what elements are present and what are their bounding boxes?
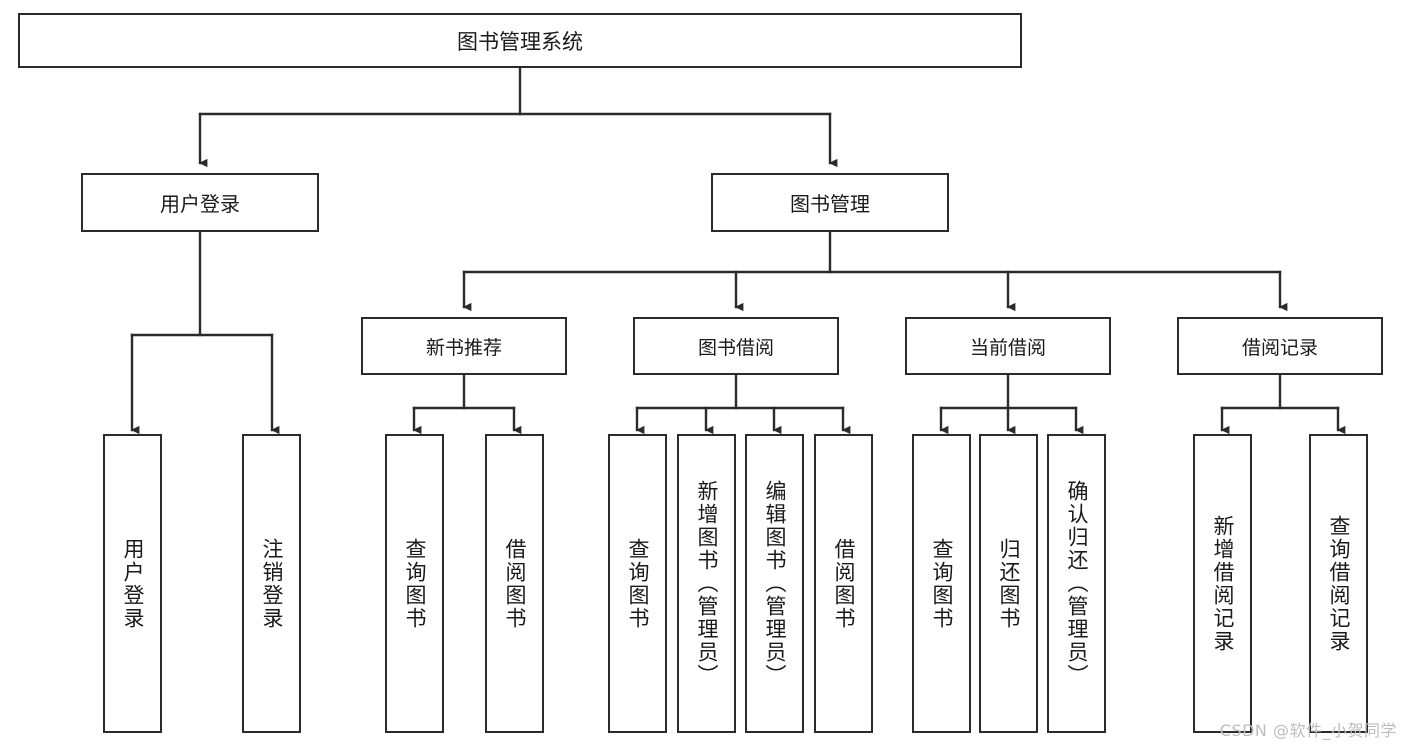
- node-label: 新增借阅记录: [1211, 514, 1235, 653]
- node-label: 归还图书: [997, 537, 1021, 630]
- node-book-manage[interactable]: 图书管理: [711, 173, 949, 232]
- node-user-login[interactable]: 用户登录: [81, 173, 319, 232]
- node-book-borrow[interactable]: 图书借阅: [633, 317, 839, 375]
- node-borrow-record[interactable]: 借阅记录: [1177, 317, 1383, 375]
- node-label: 图书借阅: [697, 336, 774, 359]
- node-label: 注销登录: [260, 537, 284, 630]
- node-label: 查询借阅记录: [1327, 514, 1351, 653]
- node-leaf-borrow-book-2[interactable]: 借阅图书: [814, 434, 873, 733]
- node-leaf-borrow-book-1[interactable]: 借阅图书: [485, 434, 544, 733]
- node-leaf-add-book[interactable]: 新增图书（管理员）: [677, 434, 736, 733]
- node-leaf-return-book[interactable]: 归还图书: [979, 434, 1038, 733]
- node-leaf-confirm-return[interactable]: 确认归还（管理员）: [1047, 434, 1106, 733]
- node-label: 编辑图书（管理员）: [763, 480, 787, 687]
- node-leaf-logout[interactable]: 注销登录: [242, 434, 301, 733]
- node-label: 用户登录: [121, 537, 145, 630]
- node-label: 查询图书: [403, 537, 427, 630]
- node-label: 查询图书: [626, 537, 650, 630]
- node-label: 新书推荐: [425, 336, 502, 359]
- node-label: 新增图书（管理员）: [695, 480, 719, 687]
- node-label: 查询图书: [930, 537, 954, 630]
- node-label: 借阅记录: [1241, 336, 1318, 359]
- node-leaf-add-record[interactable]: 新增借阅记录: [1193, 434, 1252, 733]
- node-label: 当前借阅: [969, 336, 1046, 359]
- node-leaf-user-login[interactable]: 用户登录: [103, 434, 162, 733]
- node-leaf-query-book-1[interactable]: 查询图书: [385, 434, 444, 733]
- node-leaf-query-book-3[interactable]: 查询图书: [912, 434, 971, 733]
- node-label: 借阅图书: [503, 537, 527, 630]
- node-leaf-query-record[interactable]: 查询借阅记录: [1309, 434, 1368, 733]
- node-label: 确认归还（管理员）: [1065, 480, 1089, 687]
- node-label: 图书管理系统: [457, 29, 583, 54]
- node-leaf-query-book-2[interactable]: 查询图书: [608, 434, 667, 733]
- node-leaf-edit-book[interactable]: 编辑图书（管理员）: [745, 434, 804, 733]
- node-label: 图书管理: [790, 192, 870, 216]
- node-root-system[interactable]: 图书管理系统: [18, 13, 1022, 68]
- node-label: 借阅图书: [832, 537, 856, 630]
- node-new-book-rec[interactable]: 新书推荐: [361, 317, 567, 375]
- node-current-borrow[interactable]: 当前借阅: [905, 317, 1111, 375]
- node-label: 用户登录: [160, 192, 240, 216]
